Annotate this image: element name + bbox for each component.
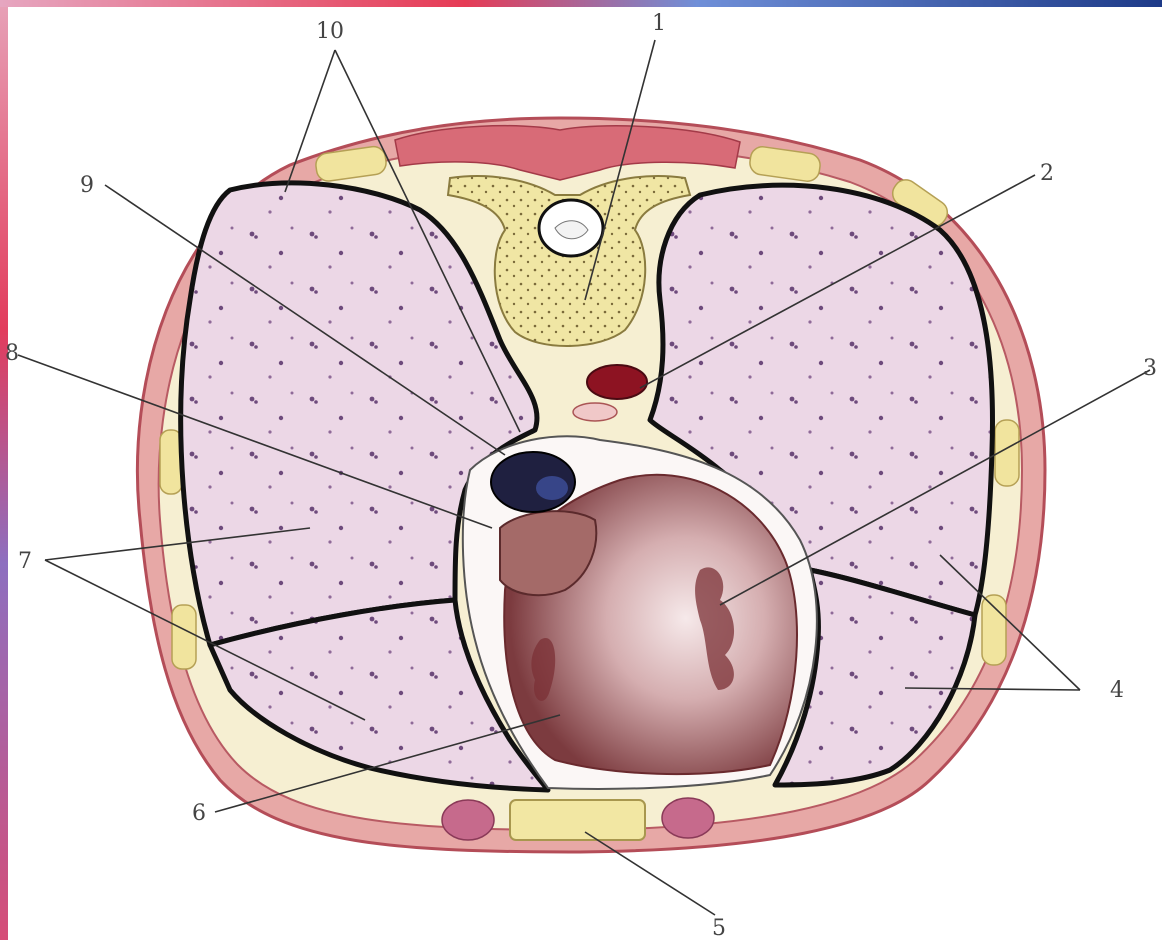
- label-6: 6: [192, 801, 206, 826]
- label-5: 5: [712, 916, 726, 940]
- label-10: 10: [316, 19, 344, 44]
- frame-top-stripe: [0, 0, 1162, 7]
- vena-cava-highlight: [536, 476, 568, 500]
- aorta: [587, 365, 647, 399]
- label-9: 9: [80, 173, 94, 198]
- esophagus: [573, 403, 617, 421]
- label-1: 1: [652, 11, 666, 36]
- label-4: 4: [1110, 678, 1124, 703]
- label-3: 3: [1143, 356, 1157, 381]
- label-2: 2: [1040, 161, 1054, 186]
- internal-thoracic-vessels-left: [442, 800, 494, 840]
- internal-thoracic-vessels-right: [662, 798, 714, 838]
- frame-left-stripe: [0, 0, 8, 940]
- label-7: 7: [18, 549, 32, 574]
- label-8: 8: [5, 341, 19, 366]
- sternum: [510, 800, 645, 840]
